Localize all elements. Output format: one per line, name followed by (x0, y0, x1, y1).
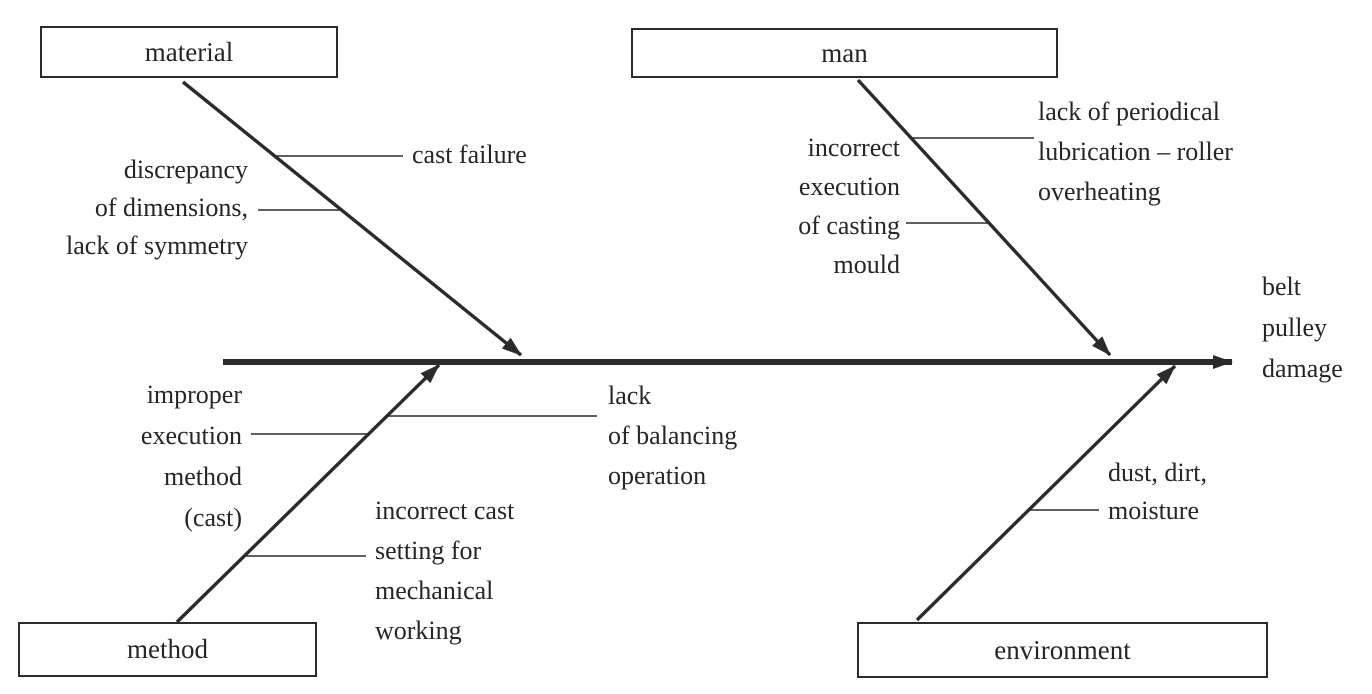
cause-label-dust: dust, dirt, moisture (1108, 458, 1207, 525)
branch-arrow-material (181, 80, 523, 357)
effect-label: belt pulley damage (1262, 272, 1343, 383)
branch-arrow-man (856, 78, 1112, 357)
category-box-environment: environment (857, 622, 1268, 678)
category-label-man: man (821, 37, 868, 68)
category-box-man: man (631, 28, 1058, 78)
category-label-method: method (127, 634, 208, 664)
cause-label-dimension-discrepancy: discrepancy of dimensions, lack of symme… (66, 155, 248, 260)
cause-label-balancing: lack of balancing operation (608, 381, 738, 490)
cause-label-lubrication: lack of periodical lubrication – roller … (1038, 97, 1233, 206)
cause-label-execution-method: improper execution method (cast) (140, 380, 242, 532)
category-box-method: method (18, 622, 317, 677)
category-label-material: material (144, 36, 234, 67)
cause-label-cast-failure: cast failure (412, 140, 527, 169)
category-label-environment: environment (994, 634, 1131, 665)
branch-arrow-environment (915, 364, 1177, 622)
cause-label-cast-setting: incorrect cast setting for mechanical wo… (375, 496, 515, 645)
branch-arrow-method (175, 363, 441, 624)
category-box-material: material (40, 26, 338, 78)
cause-label-casting-mould: incorrect execution of casting mould (798, 133, 900, 279)
